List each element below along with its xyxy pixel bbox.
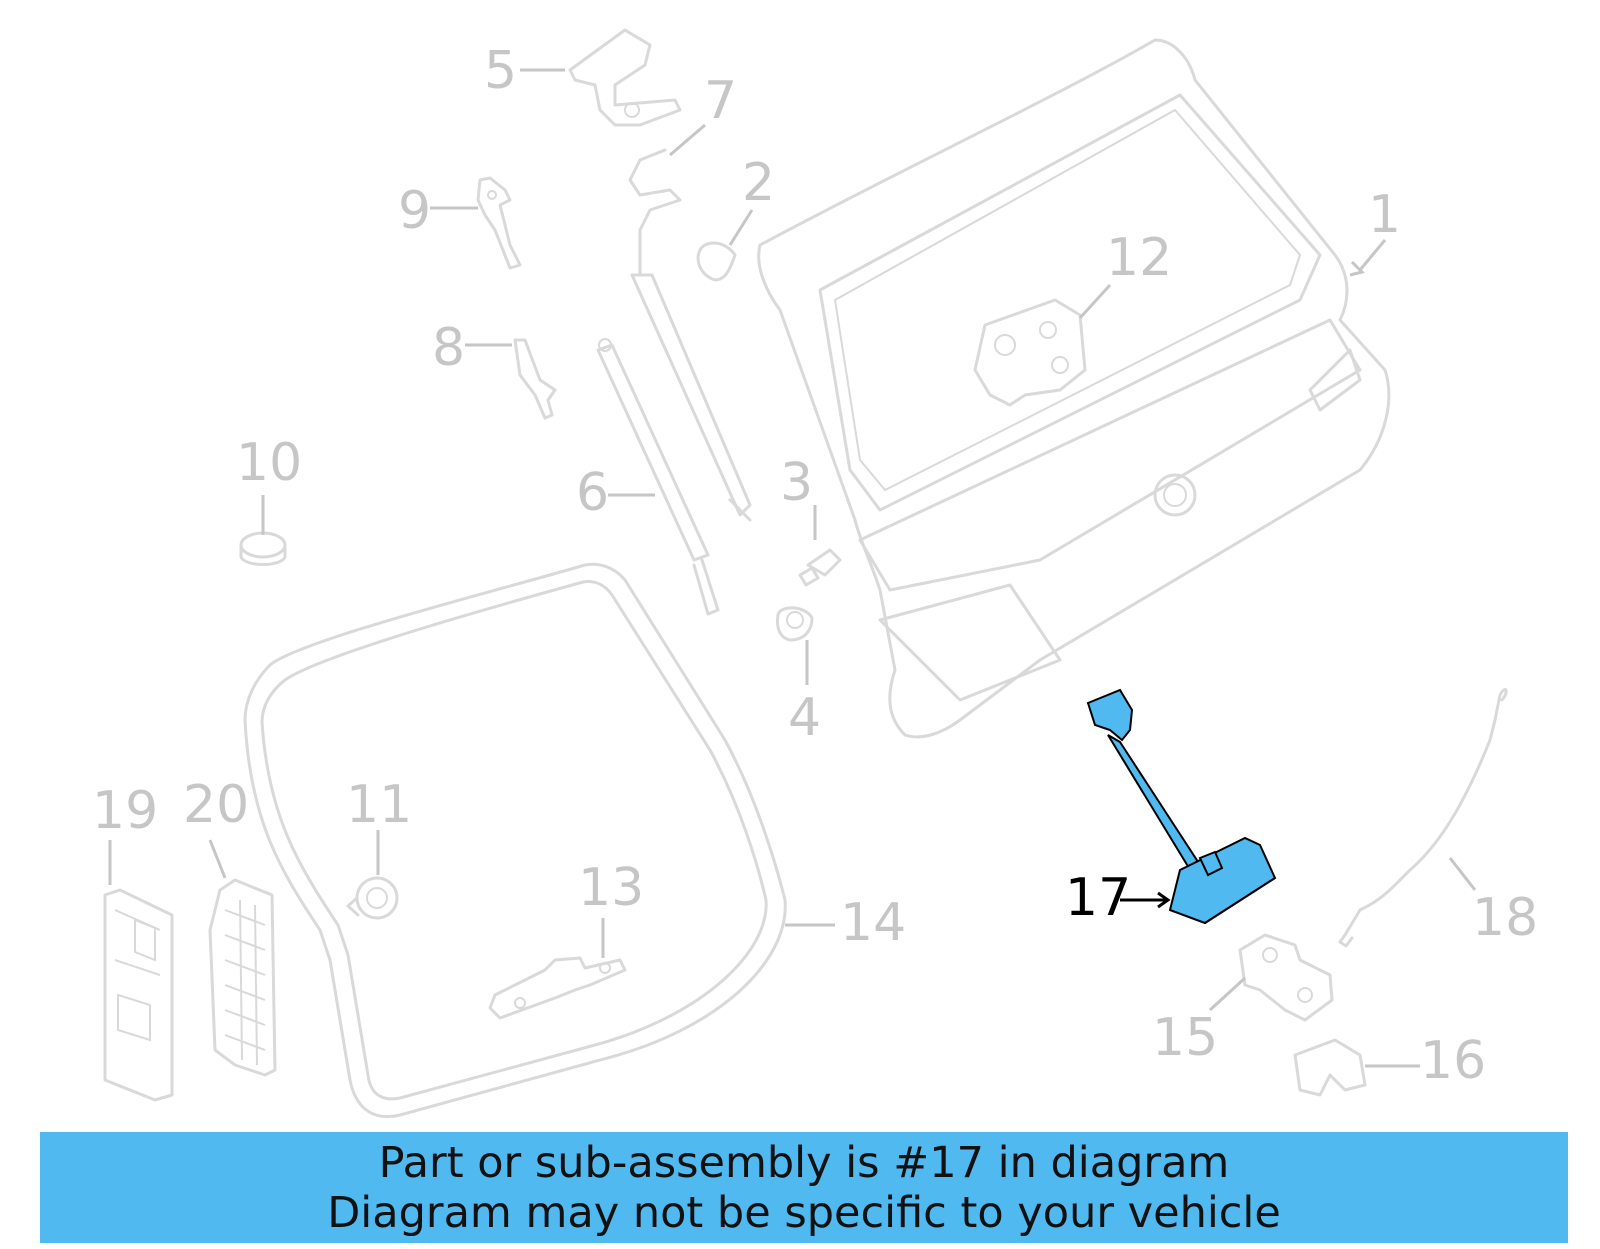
callout-label-5: 5 xyxy=(484,41,517,101)
part-15-latch xyxy=(1238,933,1334,1022)
callout-label-10: 10 xyxy=(236,433,302,493)
callout-label-9: 9 xyxy=(398,181,431,241)
callout-label-3: 3 xyxy=(780,453,813,513)
part-8-bracket xyxy=(513,338,557,420)
part-2-plug xyxy=(696,241,737,282)
callout-label-17: 17 xyxy=(1065,868,1131,928)
part-5-hinge xyxy=(568,28,682,127)
part-13-striker xyxy=(488,956,627,1020)
part-6-strut xyxy=(596,338,720,616)
callout-label-18: 18 xyxy=(1472,888,1538,948)
banner-line-disclaimer: Diagram may not be specific to your vehi… xyxy=(327,1188,1281,1238)
callout-label-16: 16 xyxy=(1420,1031,1486,1091)
part-3-bolt xyxy=(798,548,842,587)
part-11-grommet xyxy=(346,876,399,920)
callout-label-14: 14 xyxy=(840,893,906,953)
callout-label-11: 11 xyxy=(346,775,412,835)
callout-label-1: 1 xyxy=(1368,185,1401,245)
part-1-liftgate xyxy=(757,38,1391,739)
callout-label-4: 4 xyxy=(788,688,821,748)
part-19-trim-panel xyxy=(103,888,174,1102)
callout-label-6: 6 xyxy=(576,463,609,523)
part-4-bumper xyxy=(776,606,814,642)
callout-label-7: 7 xyxy=(704,71,737,131)
callout-label-15: 15 xyxy=(1152,1008,1218,1068)
callout-label-20: 20 xyxy=(183,775,249,835)
callout-label-12: 12 xyxy=(1106,228,1172,288)
callout-arrows xyxy=(108,68,1477,1068)
part-17-release-switch xyxy=(1086,688,1277,925)
callout-label-13: 13 xyxy=(578,858,644,918)
notice-banner: Part or sub-assembly is #17 in diagram D… xyxy=(40,1132,1568,1243)
banner-line-part: Part or sub-assembly is #17 in diagram xyxy=(378,1138,1230,1188)
part-16-cover xyxy=(1293,1038,1367,1097)
part-12-wiper-motor xyxy=(973,298,1087,407)
callout-label-8: 8 xyxy=(432,318,465,378)
callout-label-2: 2 xyxy=(742,153,775,213)
part-7-strut-gas xyxy=(628,148,752,522)
callout-label-19: 19 xyxy=(92,781,158,841)
part-14-weatherstrip xyxy=(243,562,787,1118)
part-18-cable xyxy=(1338,688,1508,948)
part-10-cap xyxy=(239,531,287,566)
part-9-bracket xyxy=(476,176,522,270)
part-20-grille-panel xyxy=(208,878,277,1077)
